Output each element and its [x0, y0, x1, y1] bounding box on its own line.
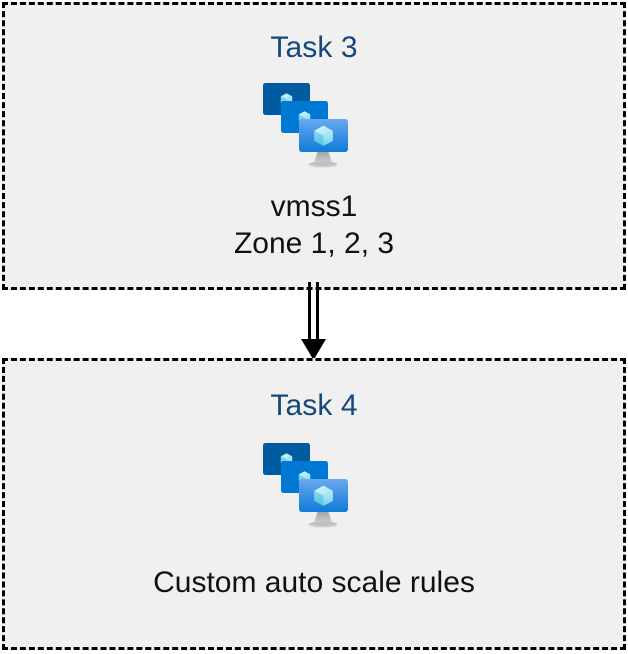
- task3-caption: vmss1 Zone 1, 2, 3: [234, 189, 394, 262]
- arrow-down-connector: [293, 282, 335, 362]
- vm-scale-set-icon: [259, 79, 369, 179]
- task-box-task4[interactable]: Task 4: [2, 358, 626, 650]
- task3-caption-line2: Zone 1, 2, 3: [233, 226, 395, 260]
- task3-title: Task 3: [270, 31, 358, 64]
- arrow-shaft-left: [308, 282, 311, 340]
- task4-caption: Custom auto scale rules: [153, 565, 475, 602]
- arrow-shaft-right: [316, 282, 319, 340]
- task-box-task3[interactable]: Task 3: [2, 2, 626, 290]
- task4-title: Task 4: [270, 389, 358, 422]
- arrow-head: [301, 339, 326, 360]
- task3-caption-line1: vmss1: [270, 190, 358, 223]
- task4-caption-line1: Custom auto scale rules: [153, 566, 475, 599]
- vm-scale-set-icon: [259, 439, 369, 539]
